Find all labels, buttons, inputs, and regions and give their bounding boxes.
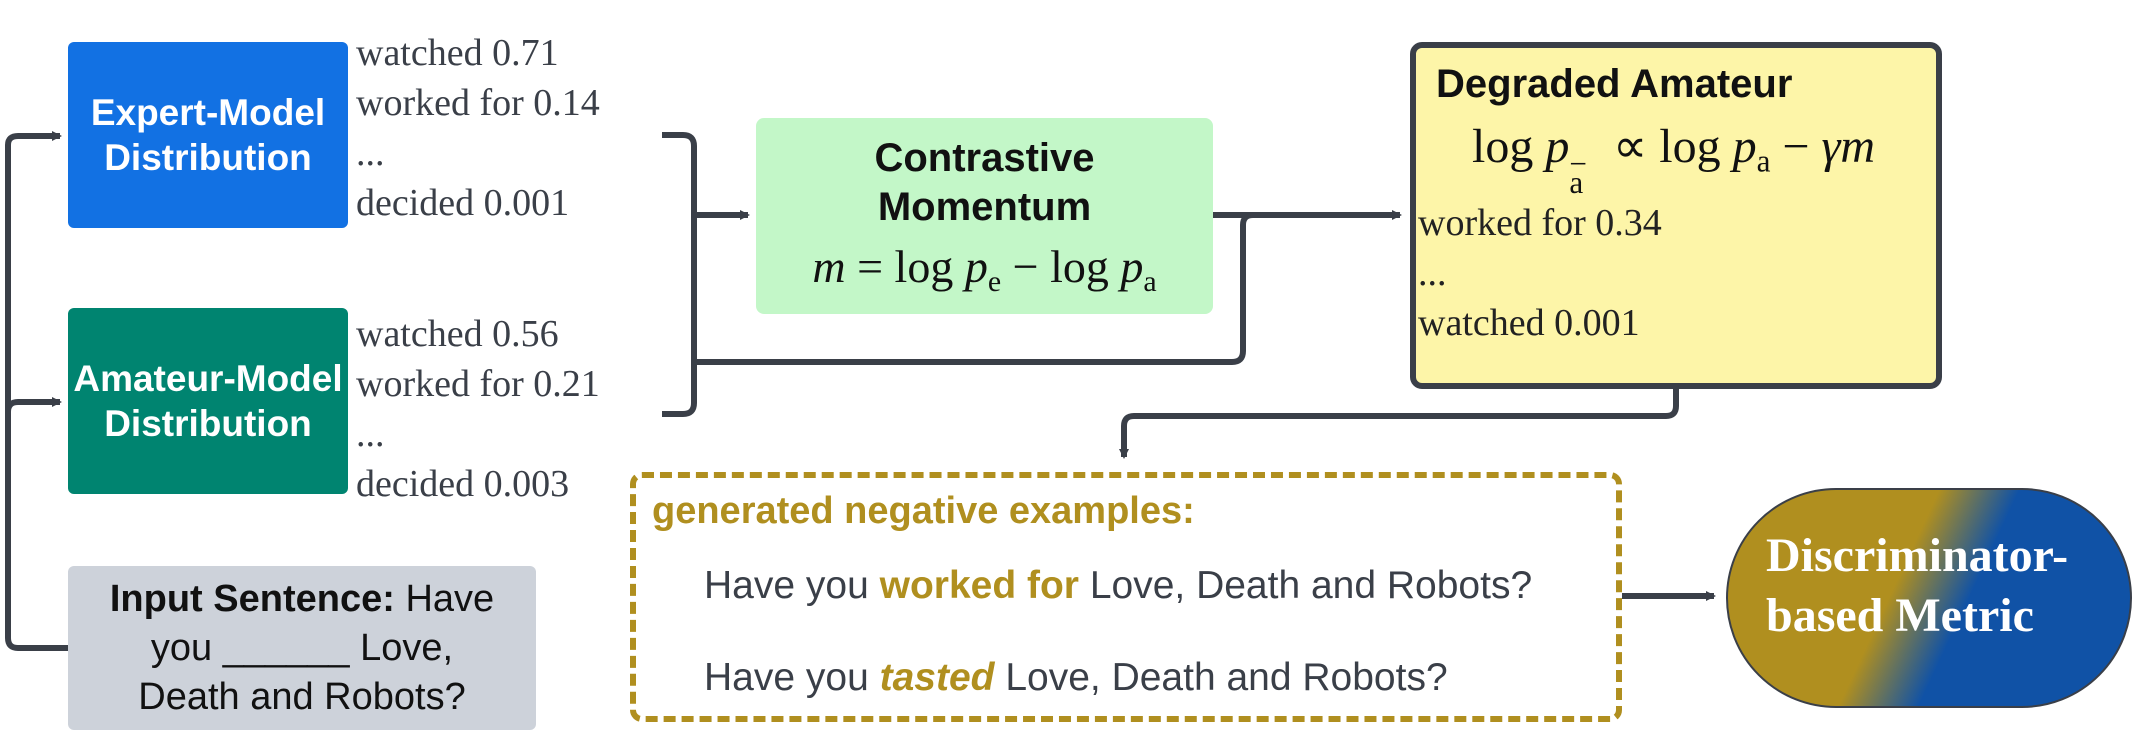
degraded-dist-item: watched 0.001: [1418, 302, 1640, 344]
input-sentence-text3: Death and Robots?: [138, 675, 466, 718]
input-sentence-line1: Input Sentence: Have: [110, 575, 494, 624]
amateur-model-box: Amateur-Model Distribution: [68, 308, 348, 494]
expert-dist-item: decided 0.001: [356, 182, 570, 224]
amateur-model-title-line2: Distribution: [104, 403, 312, 444]
amateur-distribution-list: watched 0.56 worked for 0.21 ... decided…: [356, 309, 600, 509]
expert-brace: [662, 132, 697, 417]
expert-dist-item: ...: [356, 132, 385, 174]
input-sentence-box: Input Sentence: Have you ______ Love, De…: [68, 566, 536, 730]
expert-model-box: Expert-Model Distribution: [68, 42, 348, 228]
expert-dist-item: watched 0.71: [356, 32, 559, 74]
degraded-amateur-formula: log p−a ∝ log pa − γm: [1472, 120, 1876, 201]
amateur-dist-item: decided 0.003: [356, 463, 570, 505]
negative-examples-box: generated negative examples: Have you wo…: [630, 472, 1622, 722]
amateur-model-title-line1: Amateur-Model: [73, 358, 343, 399]
expert-distribution-list: watched 0.71 worked for 0.14 ... decided…: [356, 28, 600, 228]
amateur-dist-item: watched 0.56: [356, 313, 559, 355]
negative-example-1: Have you worked for Love, Death and Robo…: [704, 564, 1533, 607]
degraded-dist-item: worked for 0.34: [1418, 202, 1662, 244]
expert-model-title-line2: Distribution: [104, 137, 312, 178]
degraded-amateur-title: Degraded Amateur: [1436, 62, 1793, 106]
momentum-title-line2: Momentum: [877, 184, 1092, 229]
degraded-to-negatives-arrow: [1119, 389, 1679, 459]
input-sentence-text2: you ______ Love,: [150, 626, 454, 669]
degraded-amateur-box: Degraded Amateur log p−a ∝ log pa − γm w…: [1410, 42, 1942, 389]
metric-line2: based Metric: [1766, 589, 2034, 642]
input-sentence-text1: Have: [405, 577, 495, 620]
input-sentence-label: Input Sentence:: [109, 577, 395, 620]
expert-model-title-line1: Expert-Model: [90, 92, 326, 133]
discriminator-metric-pill: Discriminator- based Metric: [1726, 488, 2132, 708]
input-feedback-line: [5, 131, 68, 651]
amateur-dist-item: ...: [356, 413, 385, 455]
expert-dist-item: worked for 0.14: [356, 82, 600, 124]
negative-examples-title: generated negative examples:: [652, 490, 1195, 532]
momentum-formula: m = log pe − log pa: [812, 240, 1157, 298]
negative-example-2: Have you tasted Love, Death and Robots?: [704, 656, 1448, 699]
momentum-title-line1: Contrastive: [874, 135, 1095, 180]
negative-example-1-highlight: worked for: [879, 564, 1079, 607]
contrastive-momentum-box: Contrastive Momentum m = log pe − log pa: [756, 118, 1213, 314]
input-to-amateur-arrow: [5, 397, 62, 413]
amateur-dist-item: worked for 0.21: [356, 363, 600, 405]
negative-example-2-highlight: tasted: [879, 656, 995, 699]
metric-line1: Discriminator-: [1766, 529, 2069, 582]
degraded-distribution-list: worked for 0.34 ... watched 0.001: [1418, 198, 1662, 348]
degraded-dist-item: ...: [1418, 252, 1447, 294]
